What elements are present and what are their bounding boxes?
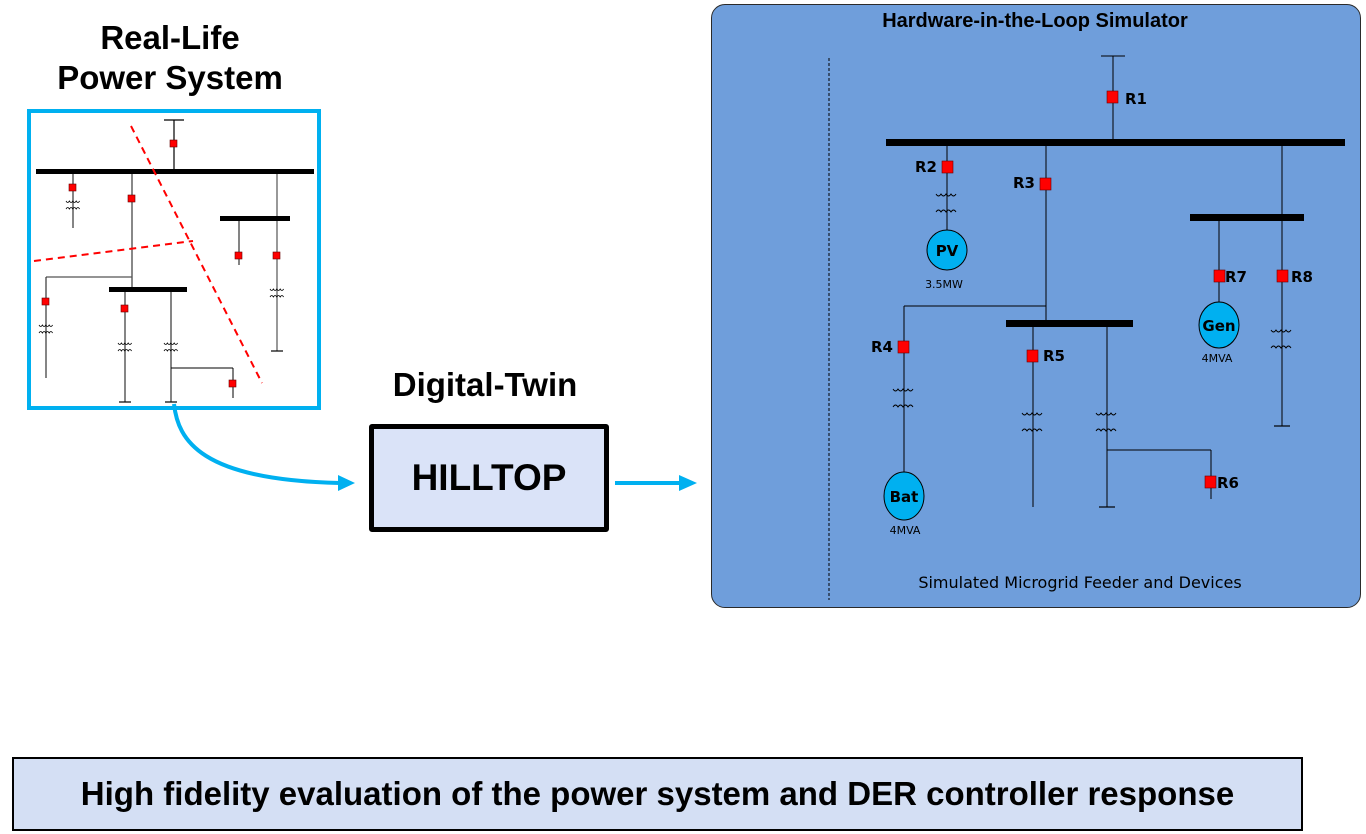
relay-r8-label: R8 [1291,268,1313,286]
relay-icon [68,183,77,192]
hilltop-box: HILLTOP [369,424,609,532]
gen-label: Gen [1202,317,1235,335]
gen-rating: 4MVA [1202,352,1233,365]
partition-line [130,125,263,384]
lower-bus [1006,320,1133,327]
real-life-title-line2: Power System [57,59,283,96]
relay-r4-label: R4 [871,338,893,356]
bat-rating: 4MVA [890,524,921,537]
relay-r3-label: R3 [1013,174,1035,192]
transformer-icon [935,193,957,213]
real-life-title: Real-Life Power System [20,18,320,98]
relay-r1-label: R1 [1125,90,1147,108]
transformer-icon [1021,412,1043,432]
real-life-one-line-svg [33,119,314,403]
relay-r7-icon [1213,269,1226,283]
arrow-head-icon [679,475,697,491]
relay-r7-label: R7 [1225,268,1247,286]
relay-r5-label: R5 [1043,347,1065,365]
pv-label: PV [936,242,959,260]
bat-label: Bat [890,488,919,506]
relay-icon [120,304,129,313]
relay-icon [272,251,281,260]
battery-device-icon [883,471,925,521]
pv-device-icon [926,229,968,271]
partition-line [33,240,194,262]
relay-icon [228,379,237,388]
transformer-icon [892,388,914,408]
transformer-icon [1095,412,1117,432]
hil-one-line-svg: R1 R2 PV 3.5MW R3 R4 Bat 4MVA R5 R6 [828,55,1345,600]
transformer-icon [117,342,132,352]
main-bus [36,169,314,174]
generator-device-icon [1198,301,1240,349]
transformer-icon [269,288,284,298]
real-life-diagram [27,109,321,410]
lower-bus [109,287,187,292]
main-bus [886,139,1345,146]
relay-r8-icon [1276,269,1289,283]
relay-r6-label: R6 [1217,474,1239,492]
bottom-banner: High fidelity evaluation of the power sy… [12,757,1303,831]
relay-r1-icon [1106,90,1119,104]
relay-r5-icon [1026,349,1039,363]
relay-icon [234,251,243,260]
relay-r4-icon [897,340,910,354]
transformer-icon [1270,329,1292,349]
right-bus [1190,214,1304,221]
relay-icon [169,139,178,148]
hil-caption: Simulated Microgrid Feeder and Devices [918,573,1242,592]
hil-title: Hardware-in-the-Loop Simulator [882,10,1188,32]
right-bus [220,216,290,221]
transformer-icon [65,200,80,210]
transformer-icon [163,342,178,352]
relay-r2-label: R2 [915,158,937,176]
digital-twin-title: Digital-Twin [392,366,578,403]
relay-icon [127,194,136,203]
real-life-title-line1: Real-Life [100,19,240,56]
arrow-head-icon [338,475,355,491]
pv-rating: 3.5MW [925,278,963,291]
curved-arrow [172,403,341,485]
relay-r2-icon [941,160,954,174]
relay-icon [41,297,50,306]
relay-r3-icon [1039,177,1052,191]
relay-r6-icon [1204,475,1217,489]
transformer-icon [38,324,53,334]
